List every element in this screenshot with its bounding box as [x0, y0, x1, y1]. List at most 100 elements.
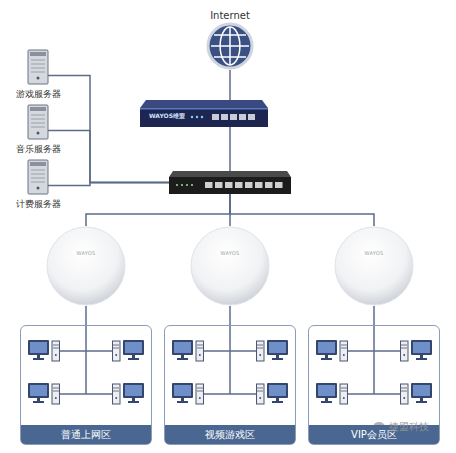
power-button	[37, 77, 40, 80]
switch-device	[169, 171, 291, 194]
router-top	[140, 100, 268, 108]
ethernet-port	[275, 182, 283, 188]
status-led	[196, 116, 198, 118]
internet-cloud: Internet	[206, 22, 254, 70]
server-tower: 计费服务器	[28, 160, 48, 194]
status-led	[176, 184, 178, 186]
server-panel	[30, 162, 46, 166]
node-label: 音乐服务器	[16, 143, 61, 156]
server-case	[28, 160, 48, 194]
node-label: WAYOS	[220, 250, 239, 256]
ethernet-port	[212, 114, 219, 120]
power-button	[37, 132, 40, 135]
status-led	[191, 116, 193, 118]
network-link	[229, 306, 231, 325]
pc-icon	[28, 340, 60, 361]
network-link	[373, 306, 375, 325]
access-point-shape	[190, 226, 270, 306]
access-point: WAYOS	[334, 226, 414, 306]
zone-box: 视频游戏区	[164, 325, 296, 445]
lan-wire	[229, 325, 231, 394]
drive-bay	[31, 170, 45, 171]
server-tower-shape	[28, 105, 48, 139]
power-button	[37, 187, 40, 190]
ethernet-port	[248, 114, 255, 120]
drive-bay	[31, 68, 45, 69]
pc-icon	[401, 340, 433, 361]
drive-bay	[31, 182, 45, 183]
network-link	[229, 70, 231, 100]
lan-wire	[85, 325, 87, 394]
pc-icon	[28, 383, 60, 404]
network-link	[48, 131, 169, 183]
server-tower: 游戏服务器	[28, 50, 48, 84]
drive-bay	[31, 60, 45, 61]
pc-icon	[257, 340, 289, 361]
server-tower: 音乐服务器	[28, 105, 48, 139]
ap-sphere	[47, 227, 125, 305]
ap-sphere	[191, 227, 269, 305]
server-panel	[30, 52, 46, 56]
pc-group	[28, 325, 432, 404]
drive-bay	[31, 115, 45, 116]
globe-parallel	[214, 56, 246, 58]
switch-front	[169, 177, 291, 194]
switch-top	[169, 171, 291, 177]
node-label: 视频游戏区	[165, 425, 295, 444]
ethernet-port	[235, 182, 243, 188]
access-point: WAYOS	[46, 226, 126, 306]
pc-icon	[316, 383, 348, 404]
network-link	[85, 306, 87, 325]
access-point-shape	[46, 226, 126, 306]
pc-icon	[316, 340, 348, 361]
lan-wire	[204, 350, 256, 352]
node-label: 计费服务器	[16, 198, 61, 211]
globe-grid	[211, 27, 249, 65]
access-point: WAYOS	[190, 226, 270, 306]
drive-bay	[31, 127, 45, 128]
lan-wire	[348, 350, 400, 352]
pc-icon	[172, 340, 204, 361]
node-label: WAYOS	[364, 250, 383, 256]
switch-device-shape	[169, 171, 291, 194]
node-label: WAYOS	[76, 250, 95, 256]
pc-icon	[172, 383, 204, 404]
watermark: 捷盟科技	[389, 420, 429, 434]
status-led	[191, 184, 193, 186]
network-link	[229, 127, 231, 171]
zone-wiring	[172, 325, 288, 404]
lan-wire	[373, 325, 375, 394]
ethernet-port	[221, 114, 228, 120]
pc-icon	[401, 383, 433, 404]
pc-icon	[113, 340, 145, 361]
node-label: WAYOS维盟	[149, 112, 185, 121]
globe-parallel	[214, 34, 246, 36]
ethernet-port	[205, 182, 213, 188]
globe-parallel	[211, 45, 249, 47]
access-point-shape	[334, 226, 414, 306]
lan-wire	[204, 393, 256, 395]
ethernet-port	[230, 114, 237, 120]
node-label: 游戏服务器	[16, 88, 61, 101]
ap-sphere	[335, 227, 413, 305]
router-device: WAYOS维盟	[140, 100, 268, 127]
drive-bay	[31, 72, 45, 73]
network-link	[230, 194, 374, 226]
server-case	[28, 105, 48, 139]
zone-wiring	[28, 325, 144, 404]
node-label: Internet	[210, 10, 250, 21]
drive-bay	[31, 174, 45, 175]
router-front	[140, 108, 268, 127]
network-link	[229, 194, 231, 226]
server-tower-shape	[28, 50, 48, 84]
lan-wire	[60, 350, 112, 352]
status-led	[201, 116, 203, 118]
lan-wire	[348, 393, 400, 395]
router-edge	[140, 108, 268, 110]
ethernet-port	[255, 182, 263, 188]
ethernet-port	[265, 182, 273, 188]
drive-bay	[31, 64, 45, 65]
globe-body	[208, 24, 252, 68]
drive-bay	[31, 178, 45, 179]
